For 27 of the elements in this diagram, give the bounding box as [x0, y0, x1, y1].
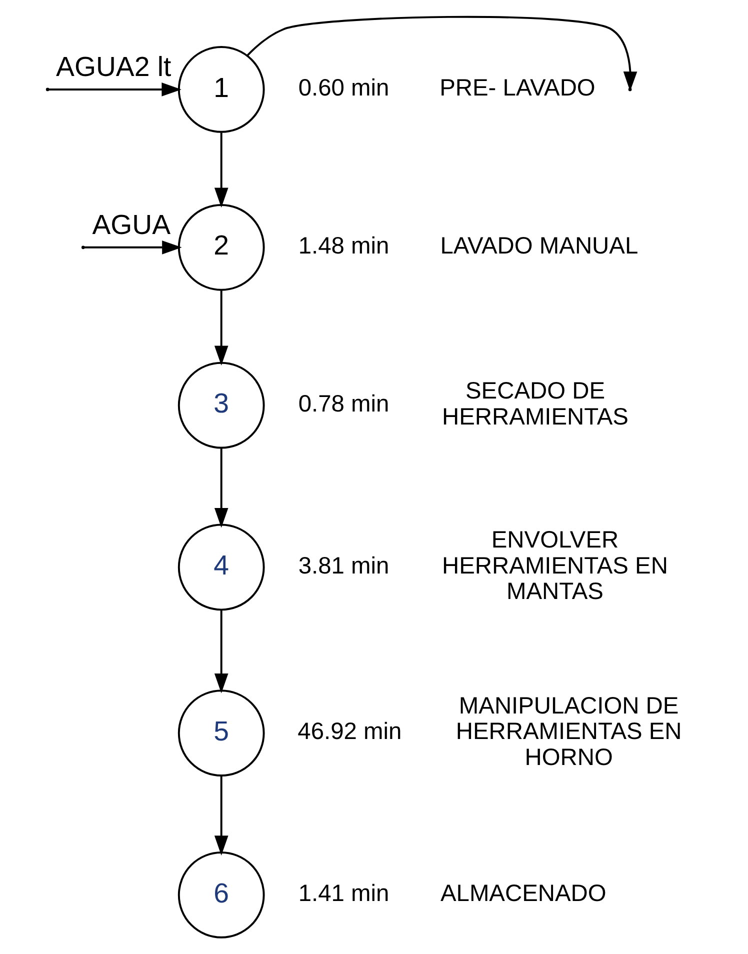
- arrow: [214, 448, 228, 528]
- node-label: 3.81 min: [298, 553, 390, 580]
- node-label: 1.41 min: [298, 881, 390, 908]
- node-label: SECADO DE HERRAMIENTAS: [442, 378, 628, 430]
- arrow: [84, 240, 182, 254]
- node-circle: 5: [178, 690, 265, 777]
- node-label: MANIPULACION DE HERRAMIENTAS EN HORNO: [456, 694, 682, 771]
- arrow: [214, 610, 228, 694]
- edge-label: AGUA2 lt: [56, 51, 172, 82]
- arrow: [214, 290, 228, 366]
- arrow: [48, 82, 182, 96]
- node-label: 1.48 min: [298, 234, 390, 260]
- node-label: ALMACENADO: [440, 881, 606, 908]
- arrow: [214, 132, 228, 208]
- node-label: ENVOLVER HERRAMIENTAS EN MANTAS: [442, 528, 668, 606]
- node-circle: 6: [178, 852, 265, 938]
- arrow: [214, 776, 228, 856]
- node-circle: 2: [178, 204, 265, 291]
- node-label: 46.92 min: [298, 719, 402, 746]
- edge-label: AGUA: [92, 208, 171, 240]
- node-circle: 4: [178, 524, 265, 611]
- node-label: 0.60 min: [298, 76, 390, 102]
- node-circle: 3: [178, 362, 265, 449]
- node-label: LAVADO MANUAL: [440, 234, 638, 260]
- node-circle: 1: [178, 46, 265, 133]
- node-label: 0.78 min: [298, 391, 390, 418]
- node-label: PRE- LAVADO: [440, 76, 596, 102]
